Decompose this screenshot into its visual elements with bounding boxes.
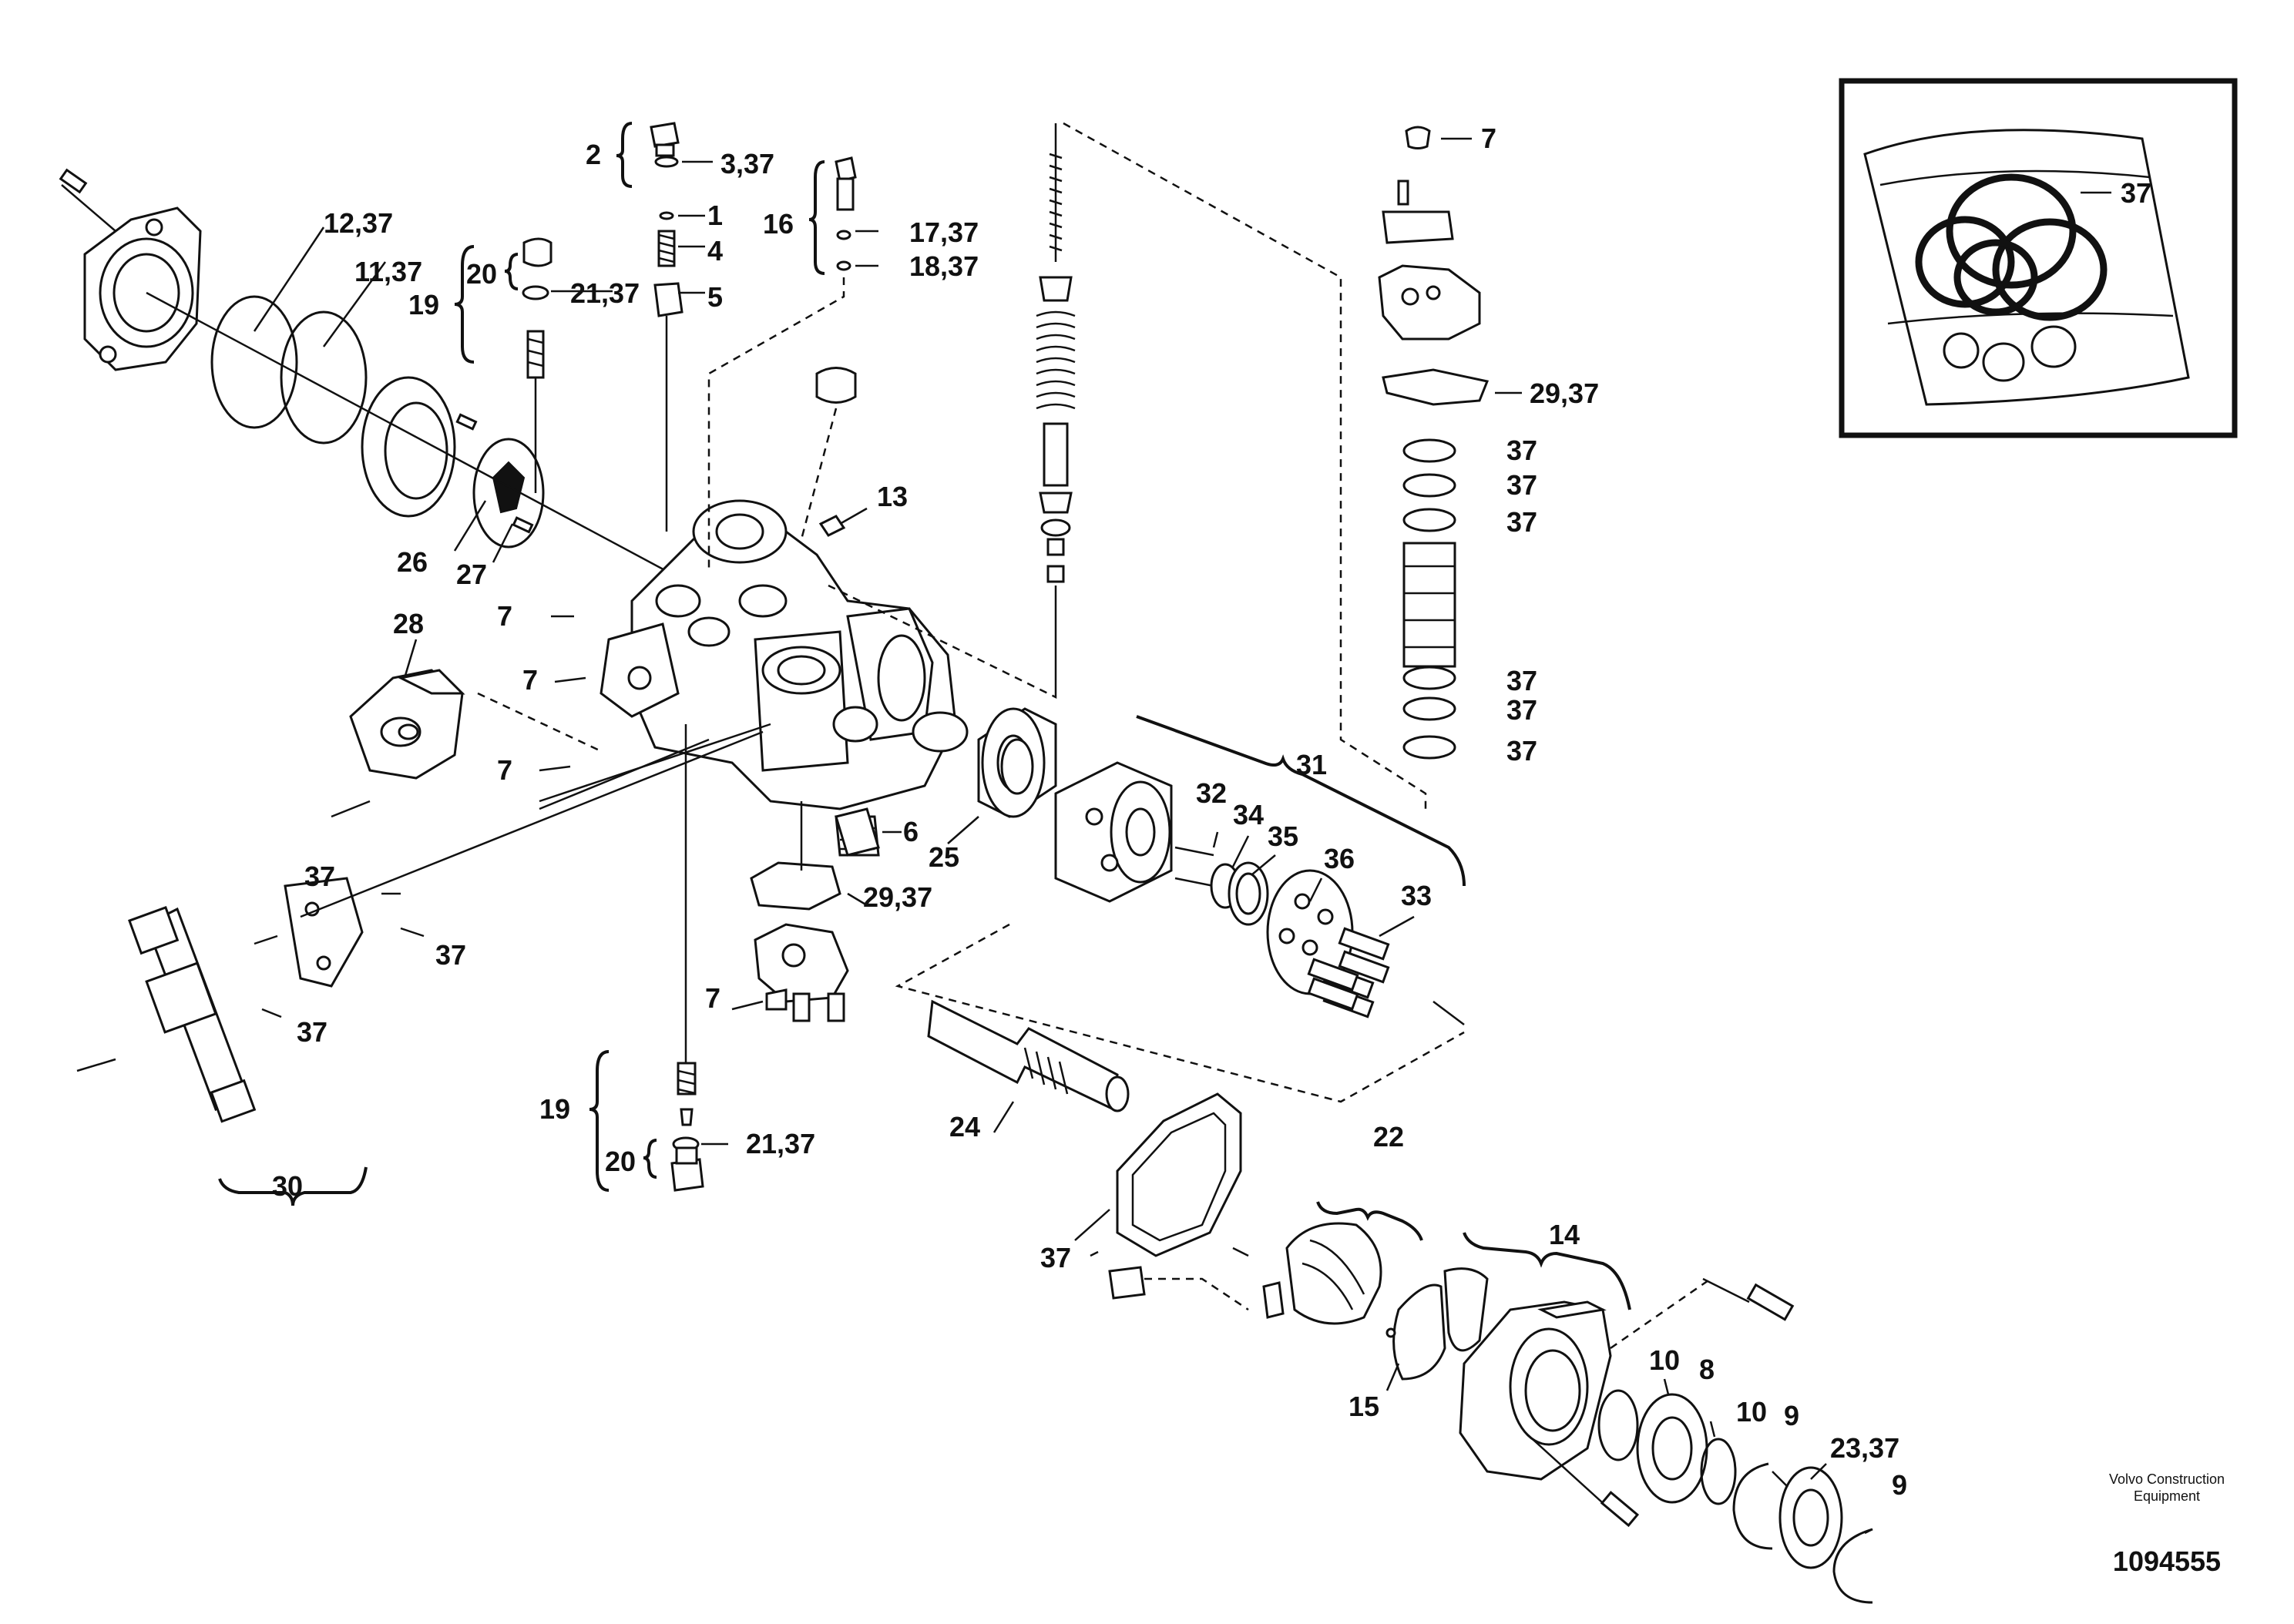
callout-29-37-mid: 29,37: [863, 881, 933, 913]
callout-10-b: 10: [1736, 1396, 1768, 1428]
callout-7-c: 7: [522, 664, 539, 696]
swash-segments: [1385, 1267, 1489, 1381]
callout-37-gasket: 37: [1040, 1242, 1072, 1273]
callout-34: 34: [1233, 799, 1265, 830]
valve-spool-stack: [828, 122, 1427, 809]
callout-11-37: 11,37: [354, 256, 423, 287]
callout-37-r3: 37: [1506, 506, 1538, 538]
rotating-group: [895, 707, 1466, 1103]
callout-14: 14: [1549, 1219, 1580, 1250]
callout-26: 26: [397, 546, 428, 578]
callout-23-37: 23,37: [1830, 1432, 1900, 1464]
top-fittings: [522, 122, 857, 570]
callout-31: 31: [1296, 749, 1328, 780]
drive-shaft: [927, 999, 1130, 1112]
callout-9-b: 9: [1892, 1469, 1908, 1501]
callout-12-37: 12,37: [324, 207, 394, 239]
callout-37-r1: 37: [1506, 435, 1538, 466]
callout-9-a: 9: [1784, 1400, 1800, 1431]
callout-2: 2: [586, 139, 602, 170]
callout-20-bot: 20: [605, 1146, 636, 1177]
pump-housing: [600, 499, 969, 810]
callout-32: 32: [1196, 777, 1228, 809]
callout-6: 6: [903, 816, 919, 847]
callout-7-b: 7: [497, 600, 513, 632]
end-gasket: [1090, 1092, 1285, 1319]
callout-15: 15: [1349, 1391, 1380, 1422]
callout-30: 30: [272, 1170, 304, 1202]
right-seal-column: [1378, 126, 1522, 760]
document-number: 1094555: [2112, 1545, 2222, 1577]
solenoid-valve: [76, 730, 764, 1206]
end-cover-flange: [59, 168, 694, 587]
callout-36: 36: [1324, 843, 1355, 874]
callout-22: 22: [1373, 1121, 1405, 1153]
seal-kit-inset: [1839, 78, 2238, 438]
callout-13: 13: [877, 481, 909, 512]
callout-24: 24: [949, 1111, 981, 1143]
callout-3-37: 3,37: [720, 148, 775, 180]
callout-5: 5: [707, 281, 724, 313]
callout-7-top: 7: [1481, 122, 1497, 154]
piston-set: [1307, 927, 1390, 1018]
callout-16: 16: [763, 208, 794, 240]
port-plate: [835, 738, 1034, 857]
callout-37-r4: 37: [1506, 665, 1538, 696]
callout-37-l3: 37: [297, 1016, 328, 1048]
callout-4: 4: [707, 235, 724, 267]
callout-21-37-top: 21,37: [570, 277, 640, 309]
callout-37-l2: 37: [435, 939, 467, 971]
leader-lines: [253, 160, 1873, 1535]
control-plate: [331, 669, 771, 818]
manufacturer-caption: Volvo Construction Equipment: [2108, 1471, 2225, 1504]
callout-8: 8: [1699, 1354, 1715, 1385]
callout-19-bot: 19: [539, 1093, 571, 1125]
callout-35: 35: [1268, 820, 1299, 852]
callout-27: 27: [456, 559, 488, 590]
callout-21-37-bot: 21,37: [746, 1128, 816, 1159]
callout-37-r6: 37: [1506, 735, 1538, 767]
callout-29-37-top: 29,37: [1530, 377, 1600, 409]
bearing-stack: [1597, 1389, 1873, 1604]
callout-18-37: 18,37: [909, 250, 979, 282]
callout-19-top: 19: [408, 289, 440, 320]
front-flange: [1459, 1232, 1795, 1528]
callout-37-r2: 37: [1506, 469, 1538, 501]
swash-plate: [1285, 1201, 1423, 1325]
callout-37-kit: 37: [2121, 177, 2152, 209]
callout-25: 25: [929, 841, 960, 873]
callout-37-l1: 37: [304, 861, 336, 892]
brackets: [454, 122, 825, 1192]
callout-37-r5: 37: [1506, 694, 1538, 726]
callout-7-d: 7: [497, 754, 513, 786]
callout-17-37: 17,37: [909, 216, 979, 248]
callout-1: 1: [707, 200, 724, 231]
bottom-relief-valve: [670, 724, 704, 1192]
lower-pump-cover: [750, 801, 880, 1022]
callout-20-top: 20: [466, 258, 498, 290]
callout-10-a: 10: [1649, 1344, 1681, 1376]
callout-28: 28: [393, 608, 425, 639]
callout-7-e: 7: [705, 982, 721, 1014]
callout-33: 33: [1401, 880, 1432, 911]
